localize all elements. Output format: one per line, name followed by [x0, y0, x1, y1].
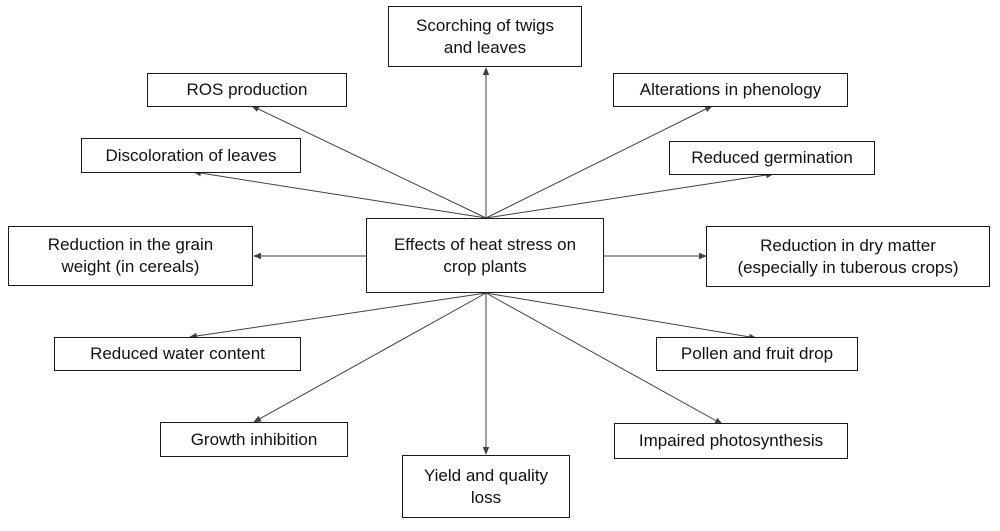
- node-growth-inhibition: Growth inhibition: [160, 422, 348, 457]
- node-pollen-fruit: Pollen and fruit drop: [656, 337, 858, 371]
- arrow-to-growth: [253, 292, 487, 423]
- node-phenology: Alterations in phenology: [613, 73, 848, 107]
- node-discoloration: Discoloration of leaves: [81, 138, 301, 173]
- node-scorching: Scorching of twigs and leaves: [388, 6, 582, 67]
- node-yield-quality: Yield and quality loss: [402, 455, 570, 518]
- arrow-to-water-content: [189, 292, 487, 340]
- arrow-to-ros: [251, 105, 487, 219]
- node-water-content: Reduced water content: [54, 337, 301, 371]
- node-dry-matter: Reduction in dry matter (especially in t…: [706, 226, 990, 287]
- node-ros-production: ROS production: [147, 73, 347, 107]
- node-grain-weight: Reduction in the grain weight (in cereal…: [8, 226, 253, 286]
- center-node: Effects of heat stress on crop plants: [366, 218, 604, 293]
- arrow-to-germination: [485, 171, 774, 219]
- node-photosynthesis: Impaired photosynthesis: [614, 423, 848, 459]
- arrow-to-discoloration: [193, 169, 487, 219]
- arrow-to-pollen-fruit: [485, 292, 757, 341]
- arrow-to-phenology: [485, 105, 713, 219]
- node-germination: Reduced germination: [669, 141, 875, 175]
- arrow-to-photosynthesis: [485, 292, 723, 425]
